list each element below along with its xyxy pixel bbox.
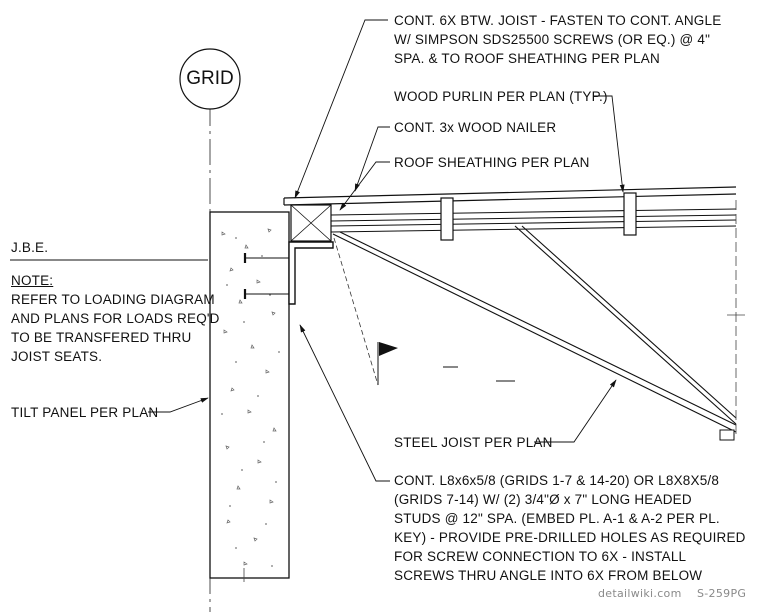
callout-jbe: J.B.E. — [11, 240, 49, 255]
watermark-code: S-259PG — [697, 587, 747, 600]
note-line-1: REFER TO LOADING DIAGRAM — [11, 292, 215, 307]
callout-angle-1: CONT. L8x6x5/8 (GRIDS 1-7 & 14-20) OR L8… — [394, 473, 720, 488]
callout-angle-6: SCREWS THRU ANGLE INTO 6X FROM BELOW — [394, 568, 703, 583]
note-line-2: AND PLANS FOR LOADS REQ'D — [11, 311, 220, 326]
callout-sheathing: ROOF SHEATHING PER PLAN — [394, 155, 590, 170]
joist-top-chord — [330, 208, 737, 233]
note-line-4: JOIST SEATS. — [11, 349, 103, 364]
bearing-flag — [377, 342, 515, 385]
steel-angle — [288, 241, 334, 305]
callout-angle-2: (GRIDS 7-14) W/ (2) 3/4"Ø x 7" LONG HEAD… — [394, 492, 692, 507]
note-line-3: TO BE TRANSFERED THRU — [11, 330, 192, 345]
callout-nailer: CONT. 3x WOOD NAILER — [394, 120, 557, 135]
callout-angle-5: FOR SCREW CONNECTION TO 6X - INSTALL — [394, 549, 687, 564]
callout-angle-3: STUDS @ 12" SPA. (EMBED PL. A-1 & A-2 PE… — [394, 511, 720, 526]
tilt-panel — [209, 211, 290, 579]
watermark-site: detailwiki.com — [598, 587, 682, 600]
roof-sheathing — [283, 186, 737, 206]
callout-purlin: WOOD PURLIN PER PLAN (TYP.) — [394, 89, 608, 104]
joist-bottom-chord-end — [719, 429, 735, 441]
grid-bubble — [179, 48, 241, 110]
wood-blocking-6x — [290, 204, 332, 242]
callout-angle-4: KEY) - PROVIDE PRE-DRILLED HOLES AS REQU… — [394, 530, 746, 545]
note-title: NOTE: — [11, 273, 54, 288]
callout-joist-blocking-2: W/ SIMPSON SDS25500 SCREWS (OR EQ.) @ 4" — [394, 32, 711, 47]
wood-purlins — [440, 192, 637, 241]
grid-bubble-label: GRID — [186, 68, 234, 89]
callout-tilt-panel: TILT PANEL PER PLAN — [11, 405, 159, 420]
leader-lines — [10, 19, 625, 482]
callout-steel-joist: STEEL JOIST PER PLAN — [394, 435, 553, 450]
joist-web — [332, 225, 737, 433]
callout-joist-blocking-3: SPA. & TO ROOF SHEATHING PER PLAN — [394, 51, 660, 66]
callout-joist-blocking-1: CONT. 6X BTW. JOIST - FASTEN TO CONT. AN… — [394, 13, 722, 28]
headed-studs — [243, 253, 289, 299]
